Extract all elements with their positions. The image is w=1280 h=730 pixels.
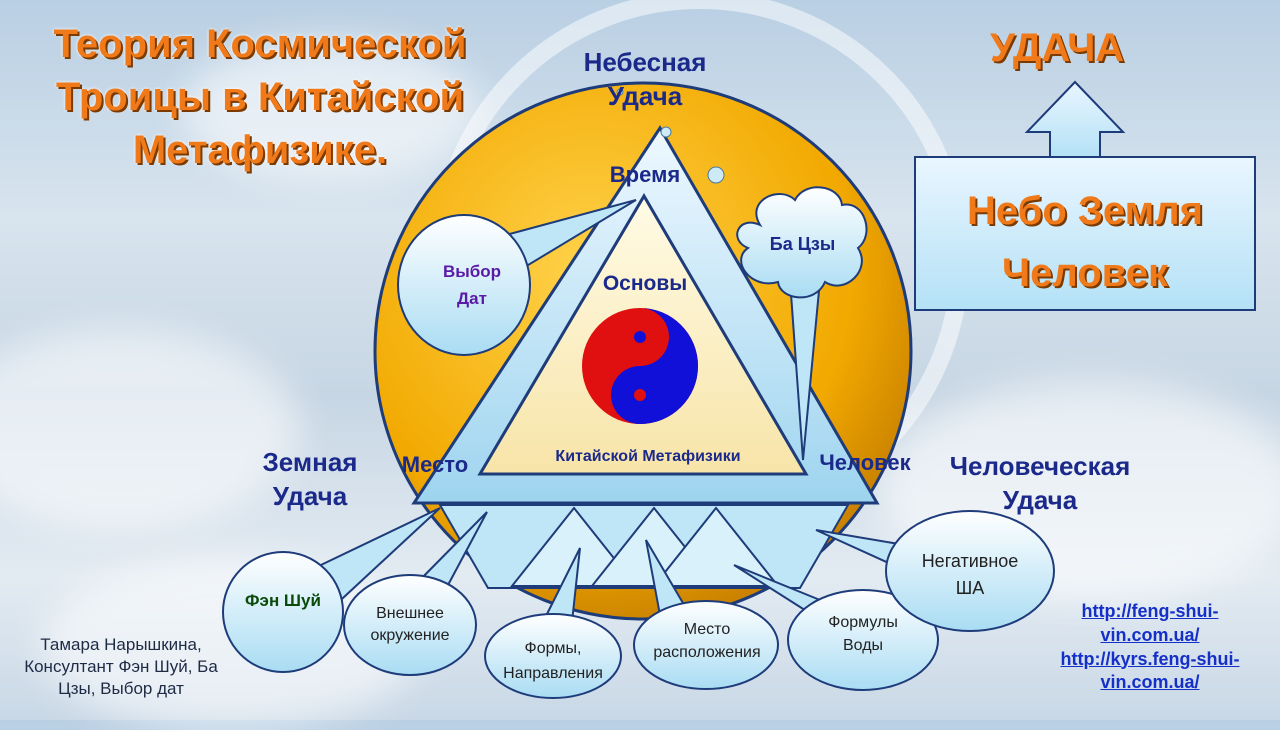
label-chinese-metaphysics: Китайской Метафизики [555, 448, 741, 465]
label-earth-luck: Земная Удача [262, 447, 358, 511]
luck-title: УДАЧА [990, 26, 1125, 70]
bubble-dates-text: Выбор Дат [442, 262, 502, 309]
bubble-env-text: Внешнее окружение [370, 605, 450, 644]
page-title: Теория Космической Троицы в Китайской Ме… [53, 22, 467, 172]
cloud [0, 330, 300, 530]
bubble-location-text: Место расположения [653, 621, 761, 662]
callout-fengshui [222, 507, 441, 673]
label-heaven-luck: Небесная Удача [583, 47, 707, 111]
band-triangle [651, 506, 781, 587]
callout-forms [484, 547, 622, 699]
label-human: Человек [819, 450, 911, 475]
heaven-earth-human-box [914, 156, 1256, 311]
author-credit: Тамара Нарышкина, Консултант Фэн Шуй, Ба… [24, 635, 218, 699]
up-arrow-icon [1024, 80, 1126, 158]
label-place: Место [401, 452, 469, 477]
links-block: http://feng-shui-vin.com.ua/ http://kyrs… [1040, 600, 1260, 695]
callout-negative [815, 510, 1055, 632]
link-kyrs-feng-shui-vin[interactable]: http://kyrs.feng-shui-vin.com.ua/ [1060, 648, 1240, 693]
callout-env [343, 511, 488, 676]
label-human-luck: Человеческая Удача [949, 451, 1131, 515]
bubble-negative-text: Негативное ША [921, 551, 1019, 598]
callout-bazi [736, 186, 868, 461]
heaven-earth-human-text: Небо Земля Человек [967, 189, 1203, 295]
callout-location [633, 539, 779, 690]
callout-dates [397, 199, 637, 356]
bubble-dot [616, 88, 624, 96]
bubble-dot [660, 126, 672, 138]
label-foundations: Основы [602, 272, 688, 295]
label-time: Время [609, 162, 681, 187]
yin-yang-icon [582, 308, 698, 424]
bubble-forms-text: Формы, Направления [503, 640, 603, 682]
bubble-bazi-text: Ба Цзы [769, 234, 836, 254]
bubble-fengshui-text: Фэн Шуй [245, 591, 321, 610]
bubble-dot [707, 166, 725, 184]
callout-water [733, 564, 939, 691]
link-feng-shui-vin[interactable]: http://feng-shui-vin.com.ua/ [1081, 601, 1219, 645]
cloud [180, 40, 480, 180]
bubble-water-text: Формулы Воды [828, 614, 898, 655]
